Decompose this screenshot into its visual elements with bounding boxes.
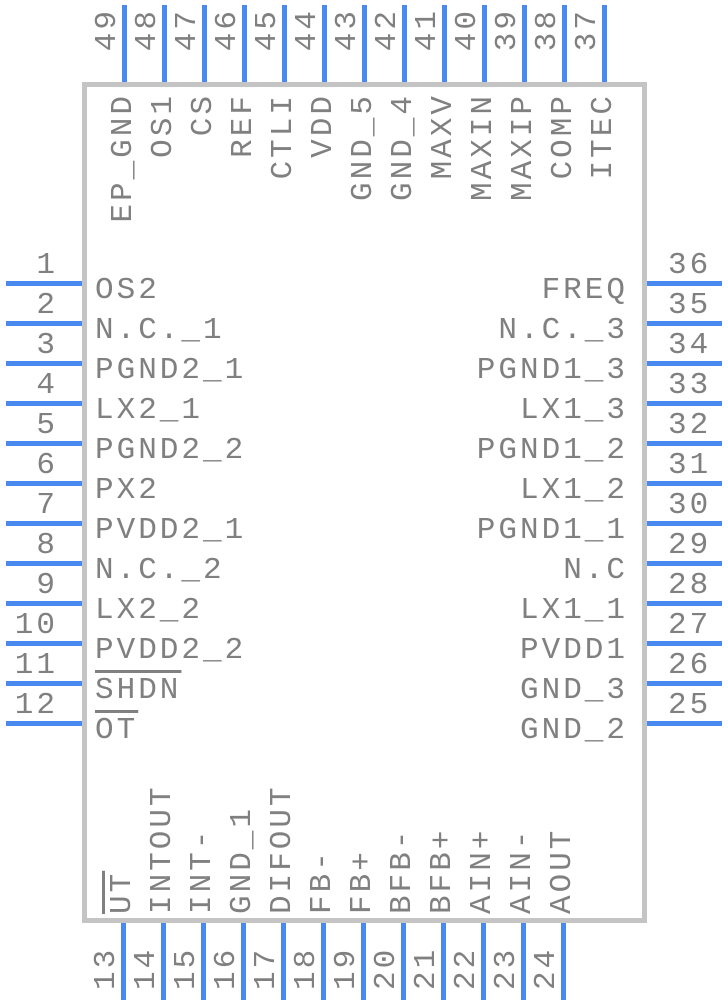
pin-line[interactable] (441, 923, 446, 1000)
pin-number: 25 (668, 688, 712, 723)
pin-number: 34 (668, 328, 712, 363)
pin-number: 7 (36, 488, 58, 523)
pin-line[interactable] (647, 481, 722, 486)
pin-line[interactable] (401, 923, 406, 1000)
pin-number: 6 (36, 448, 58, 483)
pin-line[interactable] (6, 481, 82, 486)
pin-line[interactable] (482, 5, 487, 82)
pin-line[interactable] (562, 5, 567, 82)
pin-line[interactable] (647, 361, 722, 366)
pin-line[interactable] (6, 361, 82, 366)
pin-number: 2 (36, 288, 58, 323)
pin-number: 1 (36, 248, 58, 283)
pin-label: PGND1_1 (476, 513, 628, 548)
pin-number: 4 (36, 368, 58, 403)
pin-number: 28 (668, 568, 712, 603)
pin-line[interactable] (122, 5, 127, 82)
pin-number: 8 (36, 528, 58, 563)
pin-line[interactable] (6, 401, 82, 406)
pin-line[interactable] (241, 923, 246, 1000)
pin-number: 3 (36, 328, 58, 363)
pin-label: PGND1_3 (476, 353, 628, 388)
pin-line[interactable] (201, 923, 206, 1000)
pin-label: PGND1_2 (476, 433, 628, 468)
pin-number: 33 (668, 368, 712, 403)
pin-label: SHDN (95, 673, 182, 708)
pin-line[interactable] (481, 923, 486, 1000)
pin-number: 10 (14, 608, 58, 643)
pin-number: 26 (668, 648, 712, 683)
pin-label: OT (95, 713, 139, 748)
pin-line[interactable] (282, 5, 287, 82)
pin-line[interactable] (161, 923, 166, 1000)
pin-line[interactable] (561, 923, 566, 1000)
pin-line[interactable] (647, 281, 722, 286)
pin-label: PVDD1 (519, 633, 628, 668)
pin-label: OS2 (95, 273, 160, 308)
pin-label: N.C._1 (95, 313, 225, 348)
pin-label: GND_3 (519, 673, 628, 708)
pin-line[interactable] (602, 5, 607, 82)
pin-label: N.C (563, 553, 628, 588)
pin-line[interactable] (202, 5, 207, 82)
pin-line[interactable] (647, 721, 722, 726)
pin-line[interactable] (321, 923, 326, 1000)
pin-label: PVDD2_2 (95, 633, 247, 668)
pin-line[interactable] (242, 5, 247, 82)
pin-line[interactable] (647, 441, 722, 446)
pin-line[interactable] (281, 923, 286, 1000)
pin-line[interactable] (402, 5, 407, 82)
pin-line[interactable] (6, 641, 82, 646)
pin-line[interactable] (6, 281, 82, 286)
pin-number: 31 (668, 448, 712, 483)
pin-label: LX2_1 (95, 393, 204, 428)
pin-label: LX1_2 (519, 473, 628, 508)
pin-line[interactable] (6, 681, 82, 686)
pin-number: 29 (668, 528, 712, 563)
pin-line[interactable] (361, 923, 366, 1000)
pin-line[interactable] (442, 5, 447, 82)
pin-line[interactable] (6, 321, 82, 326)
pin-label: FREQ (541, 273, 628, 308)
pin-label: GND_2 (519, 713, 628, 748)
pin-number: 5 (36, 408, 58, 443)
pin-line[interactable] (121, 923, 126, 1000)
pin-line[interactable] (362, 5, 367, 82)
component-body (82, 82, 647, 923)
pin-label: LX2_2 (95, 593, 204, 628)
pin-line[interactable] (647, 401, 722, 406)
pin-number: 12 (14, 688, 58, 723)
pin-line[interactable] (647, 681, 722, 686)
pin-line[interactable] (647, 641, 722, 646)
pin-label: N.C._2 (95, 553, 225, 588)
pin-line[interactable] (647, 561, 722, 566)
pin-line[interactable] (6, 561, 82, 566)
pin-label: LX1_3 (519, 393, 628, 428)
pin-line[interactable] (521, 923, 526, 1000)
pin-label: LX1_1 (519, 593, 628, 628)
pin-line[interactable] (647, 521, 722, 526)
pin-label: PX2 (95, 473, 160, 508)
pin-number: 11 (14, 648, 58, 683)
pin-line[interactable] (6, 721, 82, 726)
pin-line[interactable] (522, 5, 527, 82)
pin-number: 36 (668, 248, 712, 283)
pin-line[interactable] (647, 321, 722, 326)
pin-label: PVDD2_1 (95, 513, 247, 548)
pin-label: PGND2_2 (95, 433, 247, 468)
pin-number: 32 (668, 408, 712, 443)
pin-line[interactable] (6, 521, 82, 526)
pin-line[interactable] (647, 601, 722, 606)
pin-number: 27 (668, 608, 712, 643)
pin-line[interactable] (322, 5, 327, 82)
pin-line[interactable] (162, 5, 167, 82)
pin-number: 35 (668, 288, 712, 323)
pin-label: N.C._3 (498, 313, 628, 348)
pin-line[interactable] (6, 441, 82, 446)
pin-number: 9 (36, 568, 58, 603)
pin-number: 30 (668, 488, 712, 523)
pin-label: PGND2_1 (95, 353, 247, 388)
pin-line[interactable] (6, 601, 82, 606)
